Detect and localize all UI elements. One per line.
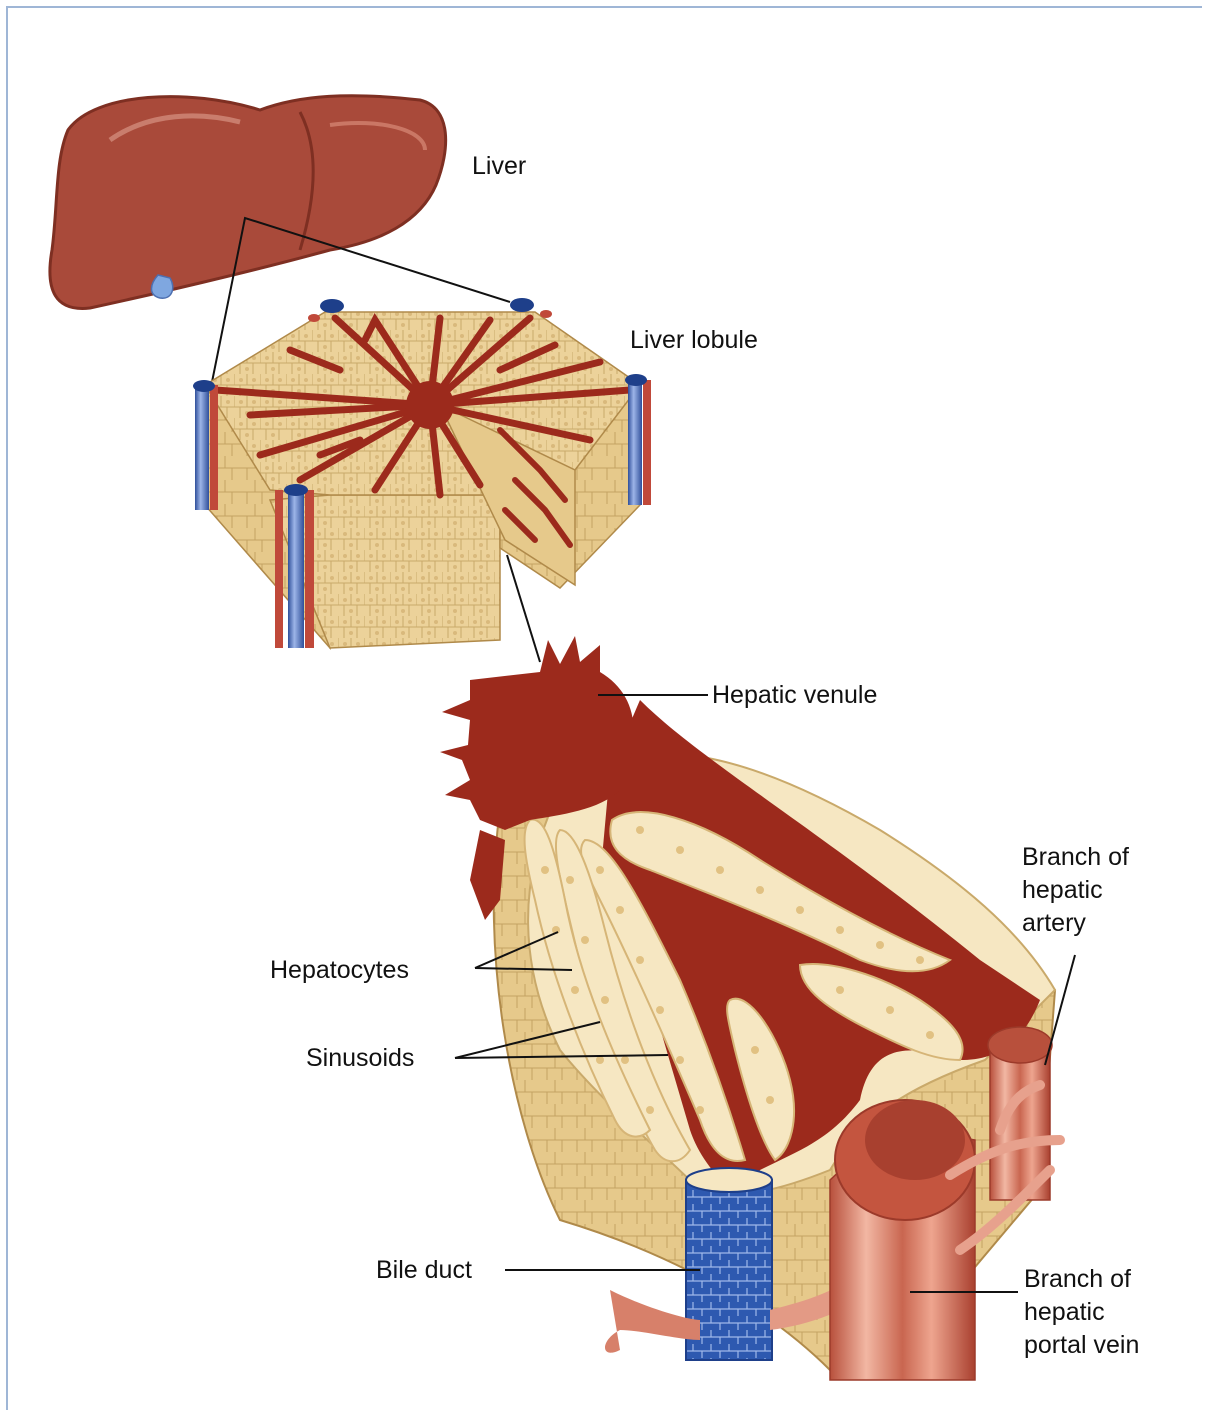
- label-hepatic-artery: Branch of hepatic artery: [1022, 841, 1129, 940]
- liver-organ: [50, 96, 446, 309]
- label-portal-vein: Branch of hepatic portal vein: [1024, 1263, 1139, 1362]
- lobule-section-detail: [440, 636, 1060, 1380]
- label-portal-vein-line: portal vein: [1024, 1329, 1139, 1362]
- label-sinusoids: Sinusoids: [306, 1042, 414, 1074]
- label-portal-vein-line: hepatic: [1024, 1296, 1139, 1329]
- liver-lobule-block: [193, 298, 651, 648]
- label-bile-duct: Bile duct: [376, 1254, 472, 1286]
- label-hepatic-artery-line: Branch of: [1022, 841, 1129, 874]
- label-portal-vein-line: Branch of: [1024, 1263, 1139, 1296]
- label-hepatocytes: Hepatocytes: [270, 954, 409, 986]
- label-hepatic-venule: Hepatic venule: [712, 679, 877, 711]
- label-liver: Liver: [472, 150, 526, 182]
- label-hepatic-artery-line: hepatic: [1022, 874, 1129, 907]
- label-liver-lobule: Liver lobule: [630, 324, 758, 356]
- label-hepatic-artery-line: artery: [1022, 907, 1129, 940]
